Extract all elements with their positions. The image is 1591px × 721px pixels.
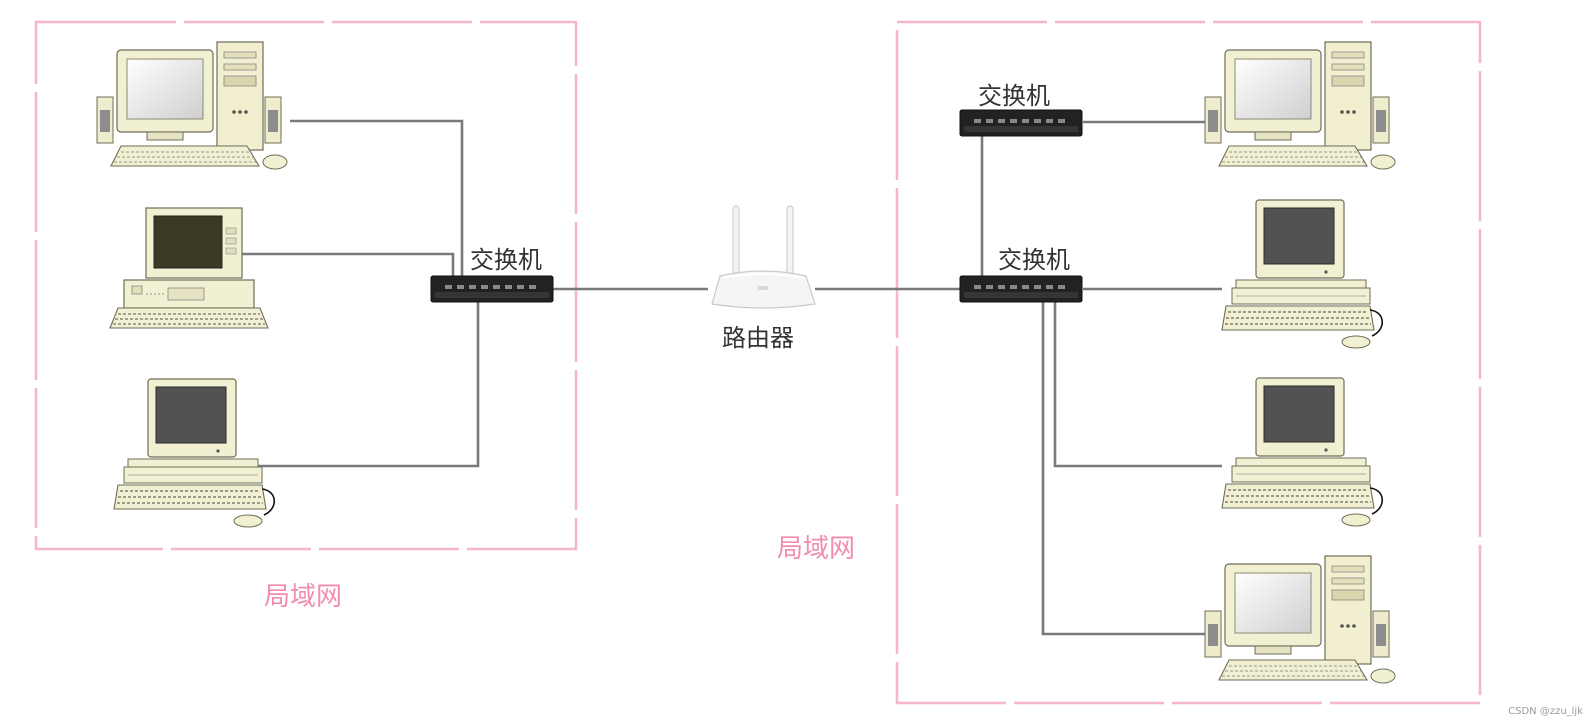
switch-left: [430, 275, 554, 303]
computer-right-3: [1221, 377, 1384, 527]
watermark: CSDN @zzu_ljk: [1508, 706, 1583, 717]
lan-right-label: 局域网: [777, 534, 856, 564]
computer-left-2: [109, 207, 269, 329]
router-label: 路由器: [722, 324, 794, 352]
switch-right-top-label: 交换机: [978, 82, 1050, 110]
lan-left-label: 局域网: [264, 582, 343, 612]
computer-left-1: [96, 41, 288, 170]
cable-pc1-switch-left: [290, 119, 464, 283]
switch-right-bottom: [959, 275, 1083, 303]
cables: [236, 119, 1222, 636]
computer-right-4: [1204, 555, 1396, 684]
lan-boundary-right: [895, 20, 1482, 705]
computer-right-1: [1204, 41, 1396, 170]
switch-right-bottom-label: 交换机: [998, 246, 1070, 274]
computer-left-3: [113, 378, 276, 528]
switch-right-top: [959, 109, 1083, 137]
cable-switch-right-pc6: [1053, 298, 1222, 468]
lan-boundary-left: [34, 20, 578, 551]
cable-pc2-switch-left: [236, 252, 455, 282]
switch-left-label: 交换机: [470, 246, 542, 274]
cable-switch-right-pc7: [1041, 298, 1205, 636]
computer-right-2: [1221, 199, 1384, 349]
cable-pc3-switch-left: [250, 297, 480, 468]
router: [711, 205, 816, 309]
